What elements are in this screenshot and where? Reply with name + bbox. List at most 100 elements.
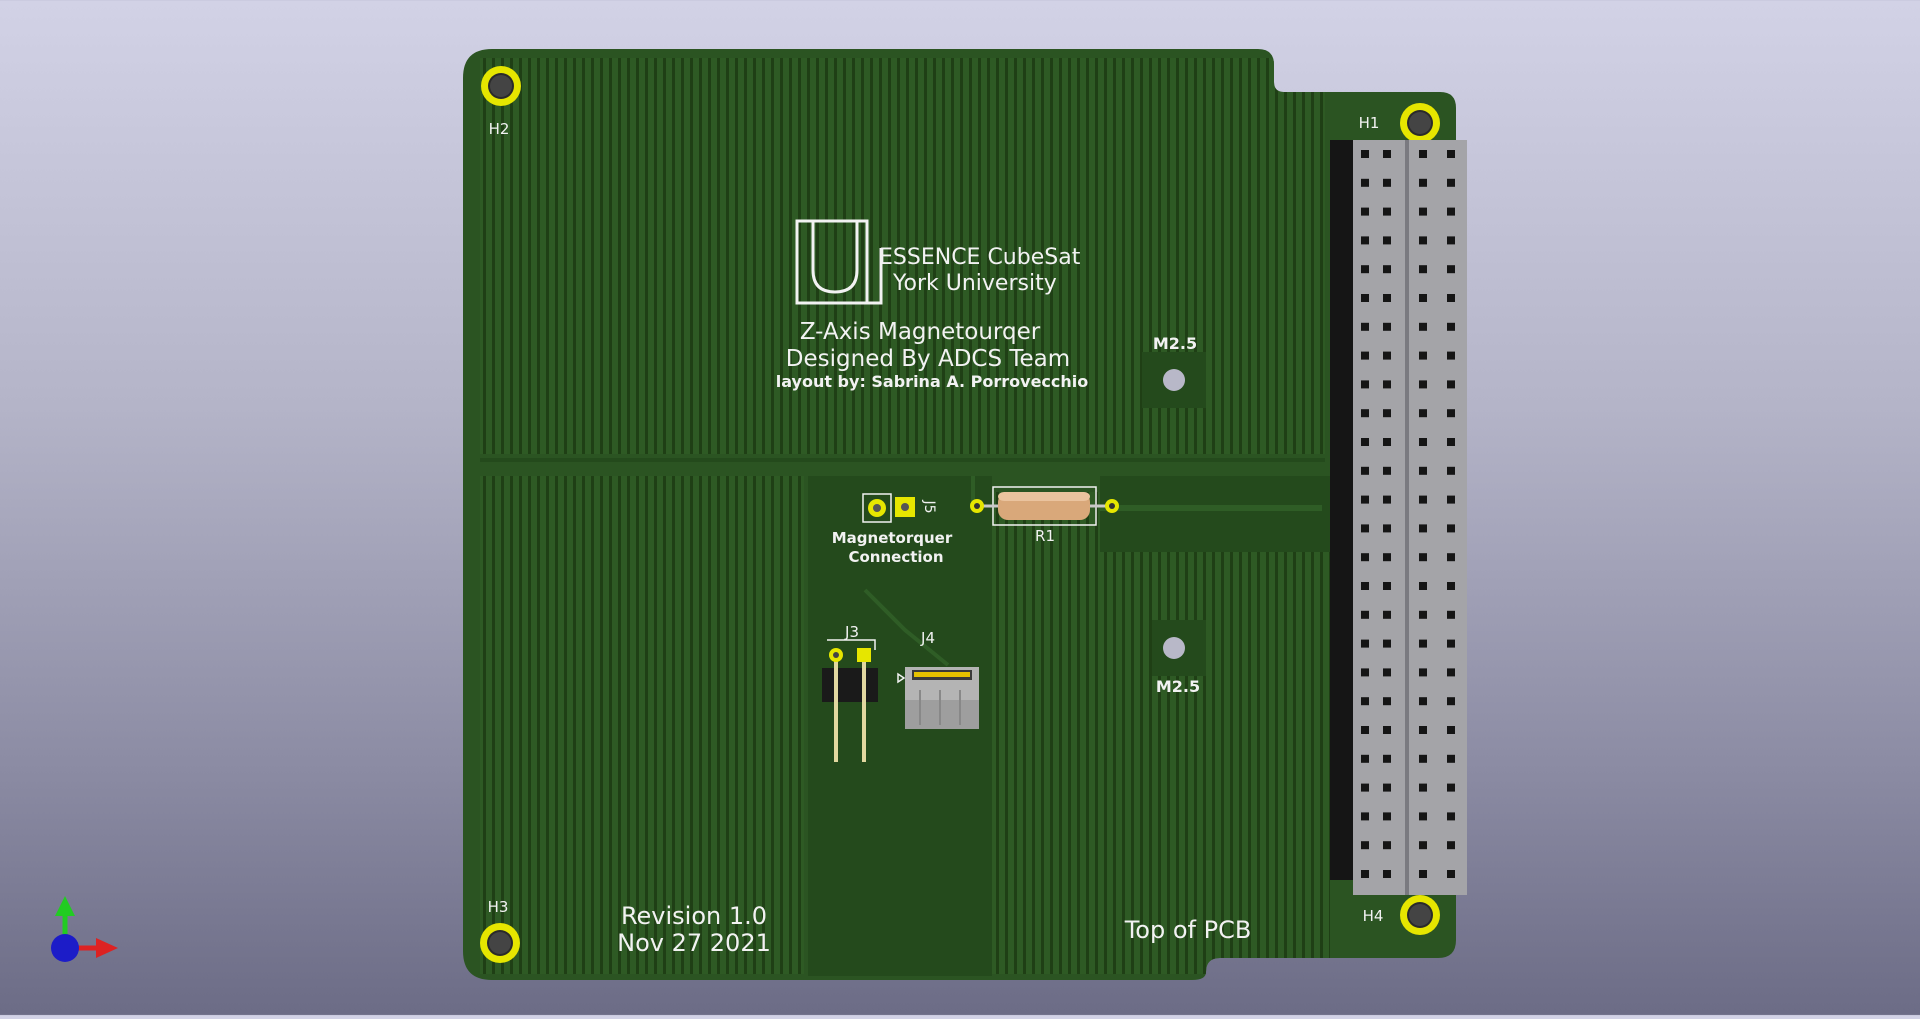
- header-pin: [1447, 726, 1455, 734]
- z-axis-icon: [51, 934, 79, 962]
- header-pin: [1419, 294, 1427, 302]
- header-pin: [1383, 553, 1391, 562]
- header-pin: [1361, 524, 1369, 533]
- header-pin: [1361, 150, 1369, 158]
- header-pin: [1361, 178, 1369, 187]
- header-pin: [1383, 294, 1391, 302]
- header-pin: [1383, 495, 1391, 504]
- revision-line-2: Nov 27 2021: [617, 929, 771, 957]
- header-pin: [1383, 265, 1391, 274]
- header-pin: [1383, 466, 1391, 475]
- header-pin: [1419, 207, 1427, 216]
- header-pin: [1361, 783, 1369, 792]
- header-pin: [1419, 812, 1427, 821]
- header-pin: [1447, 639, 1455, 648]
- header-pin: [1419, 380, 1427, 389]
- header-pin: [1361, 697, 1369, 706]
- header-pin: [1447, 524, 1455, 533]
- hole-h4: [1400, 895, 1440, 935]
- axis-gizmo[interactable]: [51, 896, 118, 962]
- title-line-3: layout by: Sabrina A. Porrovecchio: [776, 372, 1089, 391]
- header-pin: [1361, 553, 1369, 562]
- header-pin: [1383, 207, 1391, 216]
- hole-label-h1: H1: [1359, 114, 1380, 132]
- header-pin: [1447, 783, 1455, 792]
- header-pin: [1419, 524, 1427, 533]
- header-pin: [1447, 322, 1455, 331]
- header-pin: [1361, 438, 1369, 446]
- hole-h2: [481, 66, 521, 106]
- logo-line-1: ESSENCE CubeSat: [879, 245, 1081, 270]
- header-pin: [1361, 207, 1369, 216]
- title-line-2: Designed By ADCS Team: [786, 346, 1070, 372]
- j4-label: J4: [920, 629, 935, 647]
- header-pin: [1383, 610, 1391, 619]
- header-pin: [1383, 870, 1391, 878]
- header-pin: [1383, 697, 1391, 706]
- connector-j4: [897, 667, 979, 729]
- header-pin: [1419, 582, 1427, 590]
- resistor-r1: [970, 486, 1119, 526]
- m25-pad-lower: [1152, 620, 1206, 676]
- header-pin: [1383, 582, 1391, 590]
- header-pin: [1447, 178, 1455, 187]
- trace-j5: [863, 588, 950, 667]
- resistor-label: R1: [1035, 527, 1055, 545]
- hole-h3: [480, 923, 520, 963]
- header-pin: [1419, 466, 1427, 475]
- header-pin: [1361, 294, 1369, 302]
- header-pin: [1383, 322, 1391, 331]
- header-pin: [1361, 841, 1369, 850]
- header-pin: [1361, 466, 1369, 475]
- header-pin: [1447, 610, 1455, 619]
- header-pin: [1361, 236, 1369, 245]
- header-pin: [1419, 495, 1427, 504]
- header-pin: [1419, 178, 1427, 187]
- j5-label: J5: [921, 499, 937, 513]
- header-pin: [1383, 150, 1391, 158]
- revision-line-1: Revision 1.0: [621, 902, 767, 930]
- header-pin: [1419, 265, 1427, 274]
- header-pin: [1361, 639, 1369, 648]
- header-pin: [1383, 178, 1391, 187]
- header-pin: [1383, 409, 1391, 418]
- header-pin: [1383, 783, 1391, 792]
- header-pin: [1383, 380, 1391, 389]
- header-pin: [1361, 322, 1369, 331]
- header-pin: [1361, 351, 1369, 360]
- header-pin: [1383, 236, 1391, 245]
- header-pin: [1419, 438, 1427, 446]
- hole-h1: [1400, 103, 1440, 143]
- header-pin: [1447, 553, 1455, 562]
- header-pin: [1361, 495, 1369, 504]
- mount-label-upper: M2.5: [1153, 334, 1197, 353]
- header-pin: [1361, 870, 1369, 878]
- header-pin: [1419, 726, 1427, 734]
- hole-label-h4: H4: [1363, 907, 1384, 925]
- header-pin: [1419, 754, 1427, 763]
- header-pin: [1383, 639, 1391, 648]
- header-pin: [1447, 351, 1455, 360]
- header-pin: [1447, 582, 1455, 590]
- copper-pour-center: [992, 492, 1100, 974]
- header-pin: [1447, 697, 1455, 706]
- header-pin: [1447, 438, 1455, 446]
- header-pin: [1419, 409, 1427, 418]
- j5-caption-1: Magnetorquer: [832, 529, 953, 547]
- header-pin: [1383, 726, 1391, 734]
- header-pin: [1447, 294, 1455, 302]
- header-pin: [1447, 668, 1455, 677]
- header-pin: [1383, 351, 1391, 360]
- header-pin: [1383, 754, 1391, 763]
- header-pin: [1419, 668, 1427, 677]
- header-pin: [1419, 697, 1427, 706]
- header-pin: [1447, 870, 1455, 878]
- university-logo: [795, 219, 883, 305]
- header-pin: [1447, 754, 1455, 763]
- header-pin: [1361, 265, 1369, 274]
- ground-trace: [480, 454, 1325, 476]
- m25-pad-upper: [1142, 352, 1206, 408]
- header-pin: [1447, 236, 1455, 245]
